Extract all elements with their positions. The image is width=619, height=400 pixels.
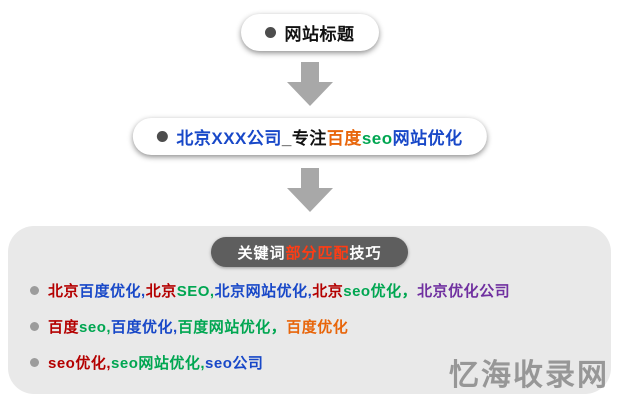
text-segment: _专注 [281,129,327,148]
title-node-label: 北京XXX公司_专注百度seo网站优化 [176,124,462,149]
text-segment: seo网站优化, [111,355,206,372]
bullet-icon [264,27,276,38]
text-segment: 百度优化 [286,319,349,336]
text-segment: 北京 [145,283,177,300]
text-segment: seo公司 [205,355,264,372]
keyword-rows: 北京百度优化,北京SEO,北京网站优化,北京seo优化，北京优化公司 百度seo… [30,280,611,373]
bullet-icon [156,131,168,142]
text-segment: SEO, [176,283,215,300]
text-segment: 北京网站优化, [214,283,313,300]
top-node: 网站标题 [240,14,379,51]
text-segment: 北京 [312,283,344,300]
text-segment: 部分匹配 [285,244,350,262]
keyword-row-text: 百度seo,百度优化,百度网站优化，百度优化 [48,316,348,337]
top-node-label: 网站标题 [284,25,355,44]
text-segment: seo, [79,319,112,336]
text-segment: 百度优化, [111,319,178,336]
bullet-icon [30,286,39,295]
keyword-row-text: seo优化,seo网站优化,seo公司 [48,352,263,373]
text-segment: 北京 [48,283,80,300]
keywords-panel: 关键词部分匹配技巧 北京百度优化,北京SEO,北京网站优化,北京seo优化，北京… [8,226,611,394]
text-segment: 关键词 [237,244,286,262]
text-segment: 技巧 [349,244,382,262]
bullet-icon [30,322,39,331]
text-segment: 百度网站优化， [177,319,287,336]
text-segment: 百度优化, [79,283,146,300]
text-segment: 北京XXX公司 [176,129,282,148]
text-segment: 北京优化公司 [417,283,511,300]
text-segment: seo优化， [343,283,418,300]
down-arrow-icon [285,168,335,212]
text-segment: 网站优化 [392,129,463,148]
keyword-row: 百度seo,百度优化,百度网站优化，百度优化 [30,316,611,337]
keyword-row-text: 北京百度优化,北京SEO,北京网站优化,北京seo优化，北京优化公司 [48,280,510,301]
title-node: 北京XXX公司_专注百度seo网站优化 [132,118,487,155]
text-segment: seo优化, [48,355,112,372]
text-segment: seo [361,129,393,148]
keyword-row: 北京百度优化,北京SEO,北京网站优化,北京seo优化，北京优化公司 [30,280,611,301]
panel-header-badge: 关键词部分匹配技巧 [211,237,408,267]
keyword-row: seo优化,seo网站优化,seo公司 [30,352,611,373]
bullet-icon [30,358,39,367]
text-segment: 百度 [326,129,362,148]
text-segment: 百度 [48,319,80,336]
down-arrow-icon [285,62,335,106]
watermark: 忆海收录网 [449,359,609,392]
